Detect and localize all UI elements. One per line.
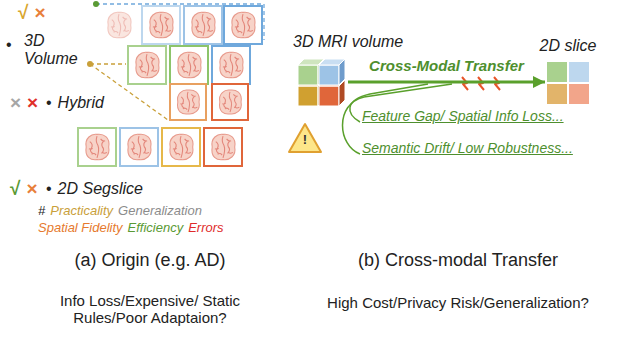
volume-cubes xyxy=(298,59,345,106)
issue-note: High Cost/Privacy Risk/Generalization? xyxy=(327,294,589,311)
brain-slice xyxy=(178,90,200,114)
cross-mark: × xyxy=(10,92,21,114)
cross-mark: × xyxy=(26,178,37,200)
method-label: 2D Segslice xyxy=(58,180,143,198)
cube-face xyxy=(298,65,318,85)
slice-frame xyxy=(184,6,222,44)
panel-caption: (b) Cross-modal Transfer xyxy=(358,250,558,271)
brain-slice xyxy=(192,12,215,37)
slice-frame xyxy=(224,6,262,44)
risk-note: Feature Gap/ Spatial Info Loss... xyxy=(362,108,564,124)
brain-slice xyxy=(170,134,193,159)
slice-square xyxy=(569,84,589,104)
cross-mark: × xyxy=(34,2,45,24)
issue-note: Info Loss/Expensive/ Static Rules/Poor A… xyxy=(33,292,268,327)
risk-note: Semantic Drift/ Low Robustness... xyxy=(362,140,573,156)
hybrid-row xyxy=(78,128,242,166)
criterion-label: Generalization xyxy=(118,204,202,219)
method-label: 3D Volume xyxy=(24,32,84,69)
slice-frame xyxy=(170,84,206,120)
edge-label: Cross-Modal Transfer xyxy=(369,57,524,74)
criterion-label: Errors xyxy=(188,221,223,236)
slice-square xyxy=(569,62,589,82)
check-mark: √ xyxy=(10,178,20,200)
bullet: • xyxy=(6,36,12,54)
brain-slice xyxy=(178,52,201,77)
slice-frame xyxy=(142,6,180,44)
brain-slice xyxy=(86,134,109,159)
slice-frame xyxy=(162,128,200,166)
slice-frame xyxy=(120,128,158,166)
slice-square xyxy=(547,84,567,104)
node-heading: 3D MRI volume xyxy=(293,33,403,51)
volume-node: 3D MRI volume xyxy=(296,56,348,108)
bullet: • xyxy=(46,94,52,112)
method-label: Hybrid xyxy=(58,94,104,112)
slice-frame xyxy=(212,84,248,120)
bullet: • xyxy=(46,180,52,198)
cross-mark: × xyxy=(27,92,38,114)
transfer-arrow xyxy=(348,81,545,84)
check-mark: √ xyxy=(18,2,28,24)
panel-caption: (a) Origin (e.g. AD) xyxy=(74,250,225,271)
guide-dot xyxy=(93,1,99,7)
brain-slice xyxy=(136,52,159,77)
brain-slice xyxy=(212,134,235,159)
criterion-label: Spatial Fidelity xyxy=(38,221,123,236)
cube-face xyxy=(319,65,339,85)
slice-square xyxy=(547,62,567,82)
warning-mark: ! xyxy=(303,133,307,148)
cube-face xyxy=(339,59,345,85)
brain-slice xyxy=(232,12,255,37)
slice-frame xyxy=(100,6,138,44)
brain-slice xyxy=(108,12,131,37)
slice-squares xyxy=(547,62,589,104)
cube-face xyxy=(319,86,339,106)
node-heading: 2D slice xyxy=(540,37,597,55)
guide-dot xyxy=(87,61,93,67)
brain-slice xyxy=(150,12,173,37)
slice-frame xyxy=(204,128,242,166)
slice-frame xyxy=(170,46,208,84)
brain-slice xyxy=(220,90,242,114)
criterion-label: Efficiency xyxy=(128,221,184,236)
key-symbol: # xyxy=(38,204,45,219)
brain-slice xyxy=(220,52,243,77)
warning-triangle xyxy=(289,124,321,152)
criterion-label: Practicality xyxy=(50,204,113,219)
volume-stack xyxy=(87,1,264,120)
slice-frame xyxy=(78,128,116,166)
slice-node: 2D slice xyxy=(545,60,591,104)
cube-face xyxy=(298,86,318,106)
slice-frame xyxy=(128,46,166,84)
slice-frame xyxy=(212,46,250,84)
brain-slice xyxy=(128,134,151,159)
